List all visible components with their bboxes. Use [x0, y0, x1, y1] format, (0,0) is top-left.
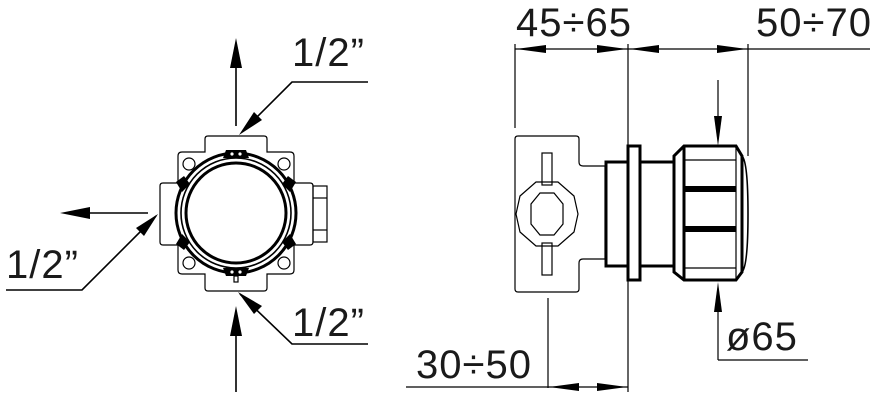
stem-slot-bottom	[541, 242, 553, 276]
dim-line-bottom	[406, 383, 628, 391]
inlet-up-arrow-icon	[230, 306, 242, 392]
screw-hole-tl	[182, 157, 196, 171]
front-view: 1/2” 1/2” 1/2”	[6, 31, 368, 392]
ring-lugs	[176, 150, 296, 283]
screw-hole-tr	[277, 157, 291, 171]
central-ring-inner	[184, 161, 288, 265]
body-cylinder	[638, 160, 676, 268]
octagon-nut	[515, 181, 579, 247]
leader-bottom	[238, 292, 368, 345]
screw-hole-bl	[182, 256, 196, 270]
leader-left	[6, 214, 158, 291]
dim-depth-mount: 30÷50	[416, 343, 532, 387]
flange-plate	[626, 144, 642, 282]
label-top-connection: 1/2”	[292, 31, 365, 75]
label-left-connection: 1/2”	[6, 243, 79, 287]
side-port-nut	[312, 185, 328, 243]
dim-line-top	[515, 45, 870, 53]
leader-top	[239, 81, 368, 135]
dim-depth-trim: 50÷70	[756, 1, 872, 45]
label-bottom-connection: 1/2”	[292, 301, 365, 345]
mounting-box	[514, 135, 606, 293]
sleeve	[604, 160, 630, 268]
up-arrow-icon	[230, 38, 242, 126]
left-arrow-icon	[60, 207, 148, 219]
side-view: 45÷65 50÷70 ø65 30÷50	[406, 1, 872, 392]
trim-collar	[672, 144, 749, 282]
dim-diameter-arrows	[714, 80, 808, 361]
central-ring-outer	[174, 151, 298, 275]
dim-diameter: ø65	[726, 315, 798, 359]
stem-slot-top	[541, 152, 553, 186]
dim-depth-body: 45÷65	[516, 1, 632, 45]
front-body-outline	[159, 135, 314, 292]
screw-hole-br	[277, 256, 291, 270]
